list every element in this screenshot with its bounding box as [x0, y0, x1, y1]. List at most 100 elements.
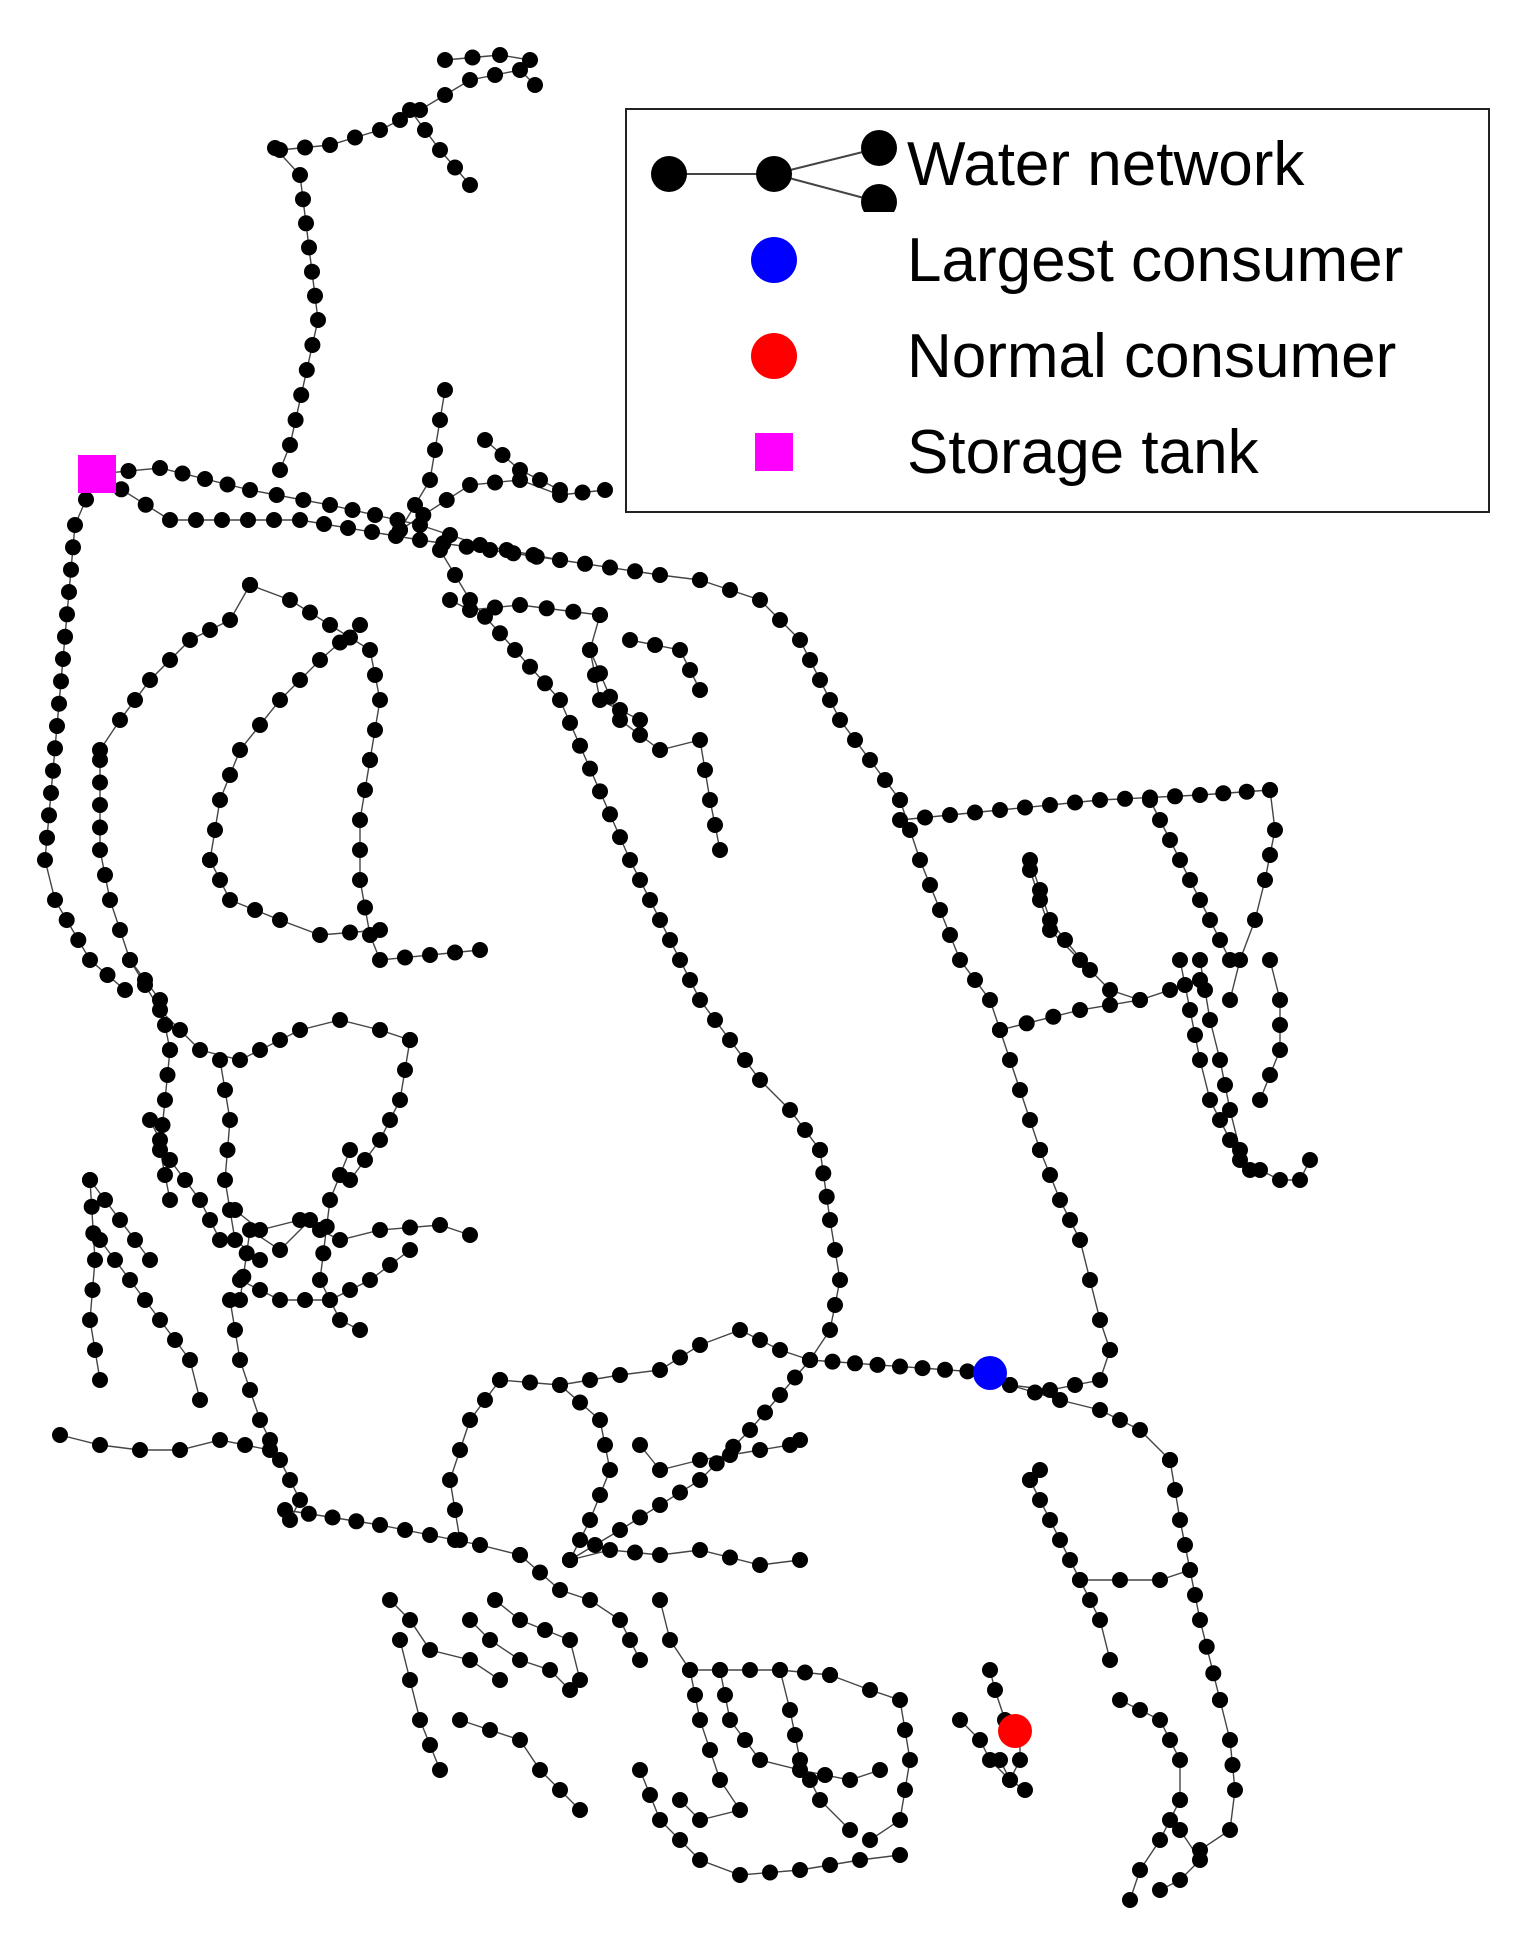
junction-node	[1062, 1212, 1078, 1228]
junction-node	[722, 1447, 738, 1463]
junction-node	[592, 607, 608, 623]
junction-node	[227, 1232, 243, 1248]
junction-node	[1192, 1612, 1208, 1628]
junction-node	[692, 1472, 708, 1488]
junction-node	[242, 1222, 258, 1238]
junction-node	[1022, 862, 1038, 878]
junction-node	[372, 1222, 388, 1238]
junction-node	[197, 471, 213, 487]
junction-node	[422, 1527, 438, 1543]
junction-node	[1212, 1052, 1228, 1068]
junction-node	[214, 512, 230, 528]
junction-node	[942, 927, 958, 943]
junction-node	[597, 1437, 613, 1453]
junction-node	[1192, 1052, 1208, 1068]
junction-node	[827, 1242, 843, 1258]
junction-node	[572, 1532, 588, 1548]
junction-node	[877, 772, 893, 788]
junction-node	[672, 952, 688, 968]
junction-node	[120, 463, 137, 479]
junction-node	[872, 1762, 888, 1778]
junction-node	[752, 1752, 768, 1768]
junction-node	[1162, 832, 1178, 848]
junction-node	[1082, 1592, 1098, 1608]
junction-node	[402, 1219, 418, 1236]
junction-node	[78, 491, 94, 508]
junction-node	[1152, 1832, 1168, 1848]
junction-node	[627, 563, 643, 580]
junction-node	[572, 1394, 588, 1411]
junction-node	[437, 87, 453, 103]
junction-node	[817, 1767, 833, 1783]
junction-node	[102, 892, 118, 908]
junction-node	[295, 492, 312, 508]
junction-node	[1082, 1272, 1098, 1288]
junction-node	[427, 442, 443, 458]
junction-node	[41, 807, 57, 824]
junction-node	[1187, 1027, 1203, 1043]
junction-node	[438, 492, 455, 508]
junction-node	[692, 1452, 708, 1468]
junction-node	[537, 1622, 553, 1638]
junction-node	[992, 1752, 1008, 1768]
junction-node	[219, 1142, 236, 1158]
junction-node	[892, 812, 908, 828]
junction-node	[298, 215, 314, 232]
junction-node	[298, 362, 315, 378]
junction-node	[302, 604, 318, 621]
junction-node	[822, 1212, 838, 1228]
junction-node	[642, 1787, 658, 1803]
junction-node	[1187, 1587, 1203, 1603]
junction-node	[692, 1812, 708, 1828]
junction-node	[217, 1082, 233, 1098]
junction-node	[522, 1374, 538, 1391]
junction-node	[84, 1282, 101, 1298]
junction-node	[1222, 992, 1238, 1008]
junction-node	[113, 481, 130, 498]
junction-node	[122, 952, 138, 968]
junction-node	[507, 642, 523, 658]
junction-node	[352, 842, 368, 858]
legend: Water network Largest consumer Normal co…	[625, 108, 1490, 513]
junction-node	[512, 1612, 528, 1628]
junction-node	[892, 1847, 908, 1863]
normal-consumer-marker	[998, 1714, 1032, 1748]
junction-node	[512, 1652, 528, 1668]
junction-node	[142, 1112, 158, 1128]
junction-node	[792, 1552, 808, 1568]
network-icon	[651, 130, 897, 212]
junction-node	[642, 892, 658, 908]
junction-node	[397, 1522, 413, 1538]
junction-node	[822, 1322, 838, 1338]
junction-node	[1032, 1142, 1048, 1158]
junction-node	[312, 1272, 328, 1288]
junction-node	[757, 1404, 773, 1421]
junction-node	[1132, 1862, 1148, 1878]
junction-node	[482, 1722, 498, 1738]
junction-node	[532, 1564, 548, 1581]
junction-node	[652, 742, 668, 758]
blue-circle-icon	[751, 237, 797, 283]
junction-node	[342, 1282, 358, 1298]
junction-node	[1192, 952, 1208, 968]
junction-node	[812, 1142, 828, 1158]
junction-node	[312, 927, 328, 943]
junction-node	[1132, 1422, 1148, 1438]
junction-node	[352, 872, 368, 888]
junction-node	[612, 702, 628, 718]
junction-node	[672, 1484, 688, 1501]
junction-node	[652, 912, 668, 928]
legend-item-normal-consumer: Normal consumer	[627, 308, 1488, 404]
junction-node	[1217, 1077, 1233, 1093]
junction-node	[52, 1427, 68, 1443]
junction-node	[532, 1762, 548, 1778]
junction-node	[992, 1022, 1008, 1038]
junction-node	[742, 1662, 758, 1678]
junction-node	[612, 1522, 628, 1538]
pipe-segment	[1159, 1829, 1201, 1891]
junction-node	[552, 1782, 568, 1798]
junction-node	[587, 667, 603, 683]
junction-node	[402, 1672, 418, 1688]
junction-node	[462, 1412, 478, 1428]
